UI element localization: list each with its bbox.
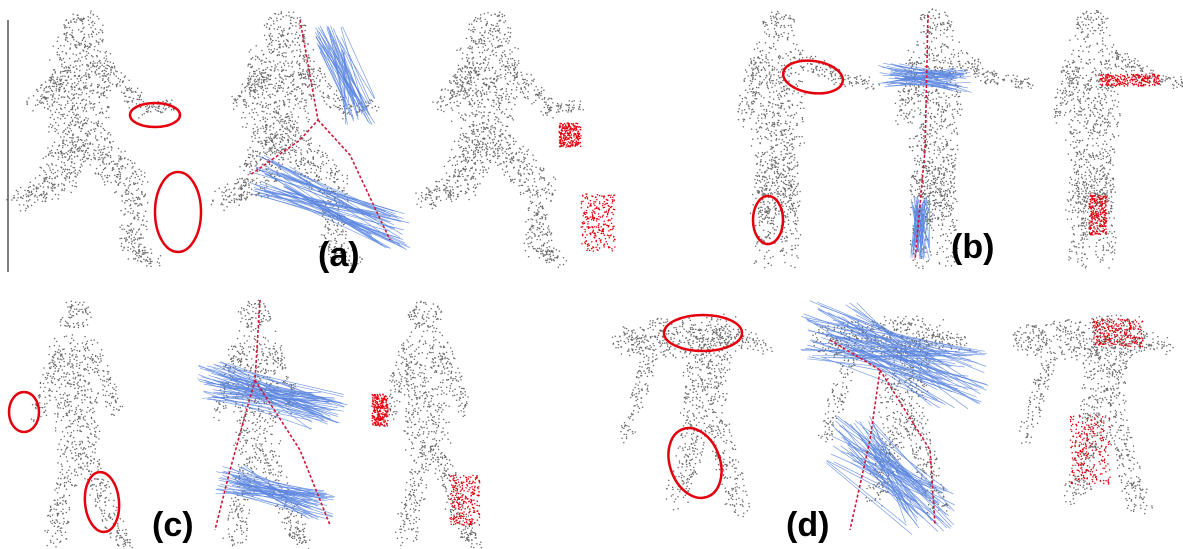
point-clouds <box>6 8 1183 549</box>
completed-regions <box>371 73 1160 525</box>
correspondence-lines <box>197 26 988 535</box>
panel-label-c: (c) <box>152 508 194 542</box>
panel-label-d: (d) <box>786 508 829 542</box>
panel-label-a: (a) <box>318 238 360 272</box>
panel-label-b: (b) <box>951 230 994 264</box>
missing-region-ellipses <box>9 57 845 533</box>
